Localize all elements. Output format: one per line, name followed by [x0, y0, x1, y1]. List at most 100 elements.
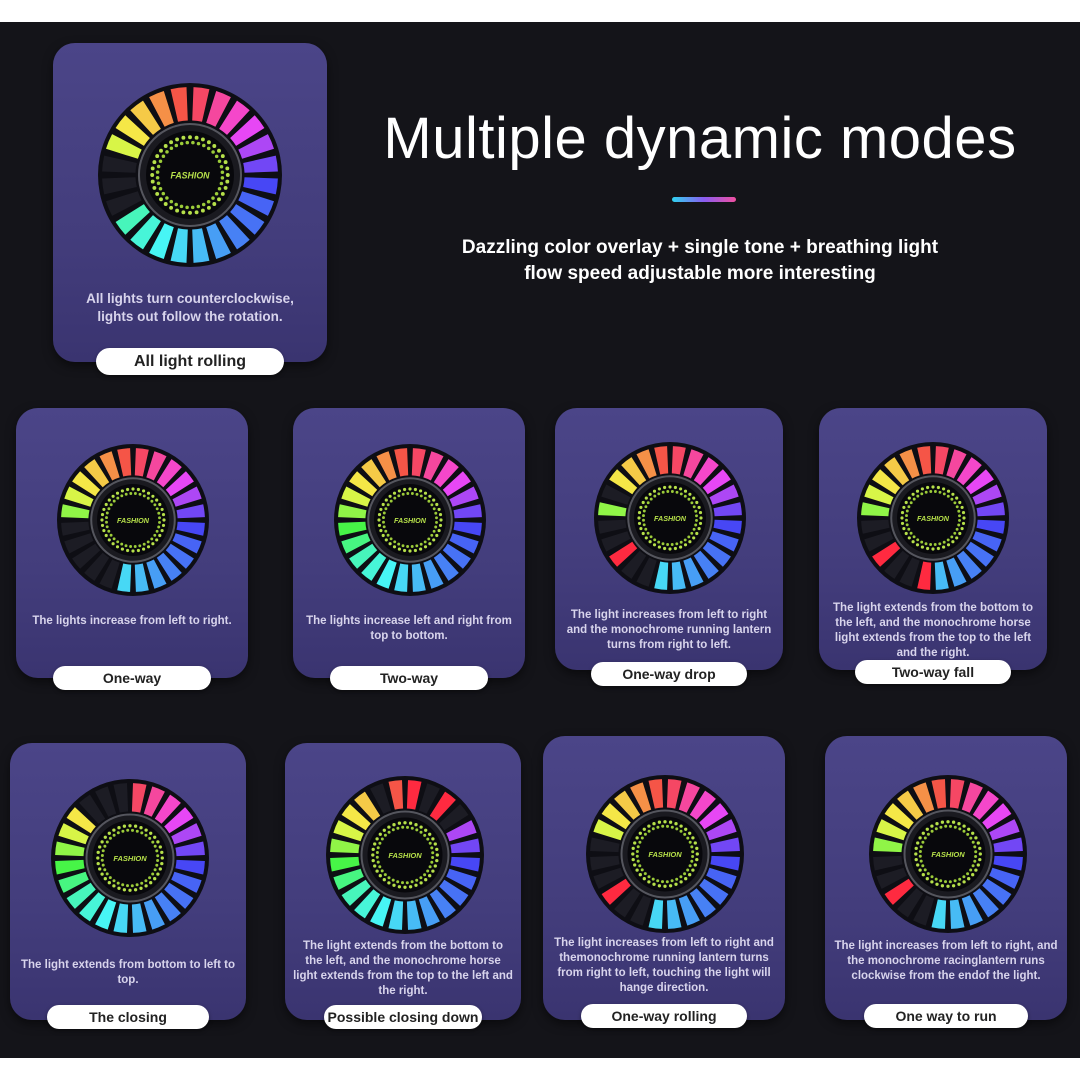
- mode-description: The lights increase left and right from …: [306, 615, 512, 642]
- led-segment: [113, 903, 129, 933]
- led-segment: [149, 223, 174, 259]
- led-segment: [972, 484, 1002, 505]
- rgb-light-ring: FASHION: [594, 442, 746, 594]
- led-segment: [172, 533, 202, 554]
- led-segment: [439, 804, 469, 831]
- led-segment: [164, 807, 194, 834]
- led-segment: [683, 449, 704, 479]
- led-segment: [630, 782, 652, 813]
- led-segment: [156, 552, 182, 581]
- led-segment: [706, 819, 737, 841]
- led-segment: [598, 519, 627, 534]
- led-segment: [206, 91, 231, 127]
- led-segment: [238, 191, 274, 216]
- led-segment: [172, 486, 202, 507]
- led-segment: [388, 780, 404, 810]
- mode-label-badge: All light rolling: [96, 348, 284, 375]
- led-segment: [102, 155, 137, 173]
- led-segment: [171, 871, 202, 893]
- led-segment: [636, 557, 657, 587]
- led-segment: [394, 448, 409, 477]
- led-segment: [934, 446, 949, 475]
- led-segment: [411, 563, 426, 592]
- led-segment: [671, 561, 686, 590]
- led-segment: [376, 559, 397, 589]
- led-segment: [354, 889, 381, 919]
- mode-card: FASHION The light increases from left to…: [555, 408, 783, 686]
- led-segment: [601, 531, 631, 552]
- led-segment: [341, 879, 371, 906]
- led-segment: [206, 223, 231, 259]
- device-logo: FASHION: [394, 516, 427, 525]
- led-segment: [993, 855, 1023, 871]
- led-segment: [913, 895, 935, 926]
- led-segment: [349, 543, 378, 569]
- led-segment: [982, 803, 1012, 830]
- led-segment: [394, 563, 409, 592]
- led-segment: [154, 892, 181, 922]
- mode-description: The light increases from left to right, …: [834, 940, 1058, 982]
- led-segment: [648, 779, 664, 809]
- led-segment: [439, 879, 469, 906]
- rgb-light-ring: FASHION: [51, 779, 209, 937]
- led-segment: [165, 543, 194, 569]
- led-segment: [621, 550, 647, 579]
- led-segment: [175, 859, 205, 875]
- led-segment: [861, 502, 890, 517]
- led-segment: [917, 561, 932, 590]
- led-segment: [965, 541, 994, 567]
- led-segment: [429, 889, 456, 919]
- led-segment: [654, 446, 669, 475]
- led-segment: [872, 469, 901, 495]
- led-segment: [861, 519, 890, 534]
- led-segment: [72, 543, 101, 569]
- led-segment: [130, 100, 161, 135]
- led-segment: [433, 459, 459, 488]
- led-segment: [678, 895, 700, 926]
- led-segment: [897, 888, 924, 918]
- device-logo: FASHION: [113, 854, 147, 863]
- mode-card: FASHION All lights turn counterclockwise…: [53, 43, 327, 375]
- mode-card: FASHION The light increases from left to…: [825, 736, 1067, 1028]
- mode-card: FASHION The lights increase left and rig…: [293, 408, 525, 690]
- led-segment: [689, 790, 716, 820]
- led-segment: [164, 882, 194, 909]
- led-segment: [66, 807, 96, 834]
- led-segment: [106, 134, 142, 159]
- rgb-light-ring: FASHION: [334, 444, 486, 596]
- led-segment: [170, 87, 188, 122]
- led-segment: [175, 841, 205, 857]
- led-segment: [648, 899, 664, 929]
- mode-card: FASHION The light extends from the botto…: [285, 743, 521, 1029]
- led-segment: [406, 780, 422, 810]
- led-segment: [710, 837, 740, 853]
- led-segment: [706, 867, 737, 889]
- led-segment: [961, 782, 983, 813]
- led-segment: [873, 855, 903, 871]
- led-segment: [154, 794, 181, 824]
- led-segment: [450, 838, 480, 854]
- led-segment: [341, 486, 371, 507]
- led-segment: [131, 903, 147, 933]
- led-segment: [872, 541, 901, 567]
- led-segment: [601, 803, 631, 830]
- led-segment: [683, 557, 704, 587]
- led-segment: [614, 790, 641, 820]
- led-segment: [917, 446, 932, 475]
- led-segment: [170, 228, 188, 263]
- led-segment: [590, 855, 620, 871]
- led-segment: [449, 533, 479, 554]
- led-segment: [453, 521, 482, 536]
- led-segment: [84, 552, 110, 581]
- device-logo: FASHION: [170, 171, 210, 181]
- led-segment: [113, 783, 129, 813]
- led-segment: [598, 502, 627, 517]
- subtitle-line-2: flow speed adjustable more interesting: [524, 263, 876, 284]
- led-segment: [884, 803, 914, 830]
- led-segment: [58, 823, 89, 845]
- led-segment: [72, 471, 101, 497]
- led-segment: [58, 871, 89, 893]
- led-segment: [946, 557, 967, 587]
- led-segment: [354, 791, 381, 821]
- led-segment: [630, 895, 652, 926]
